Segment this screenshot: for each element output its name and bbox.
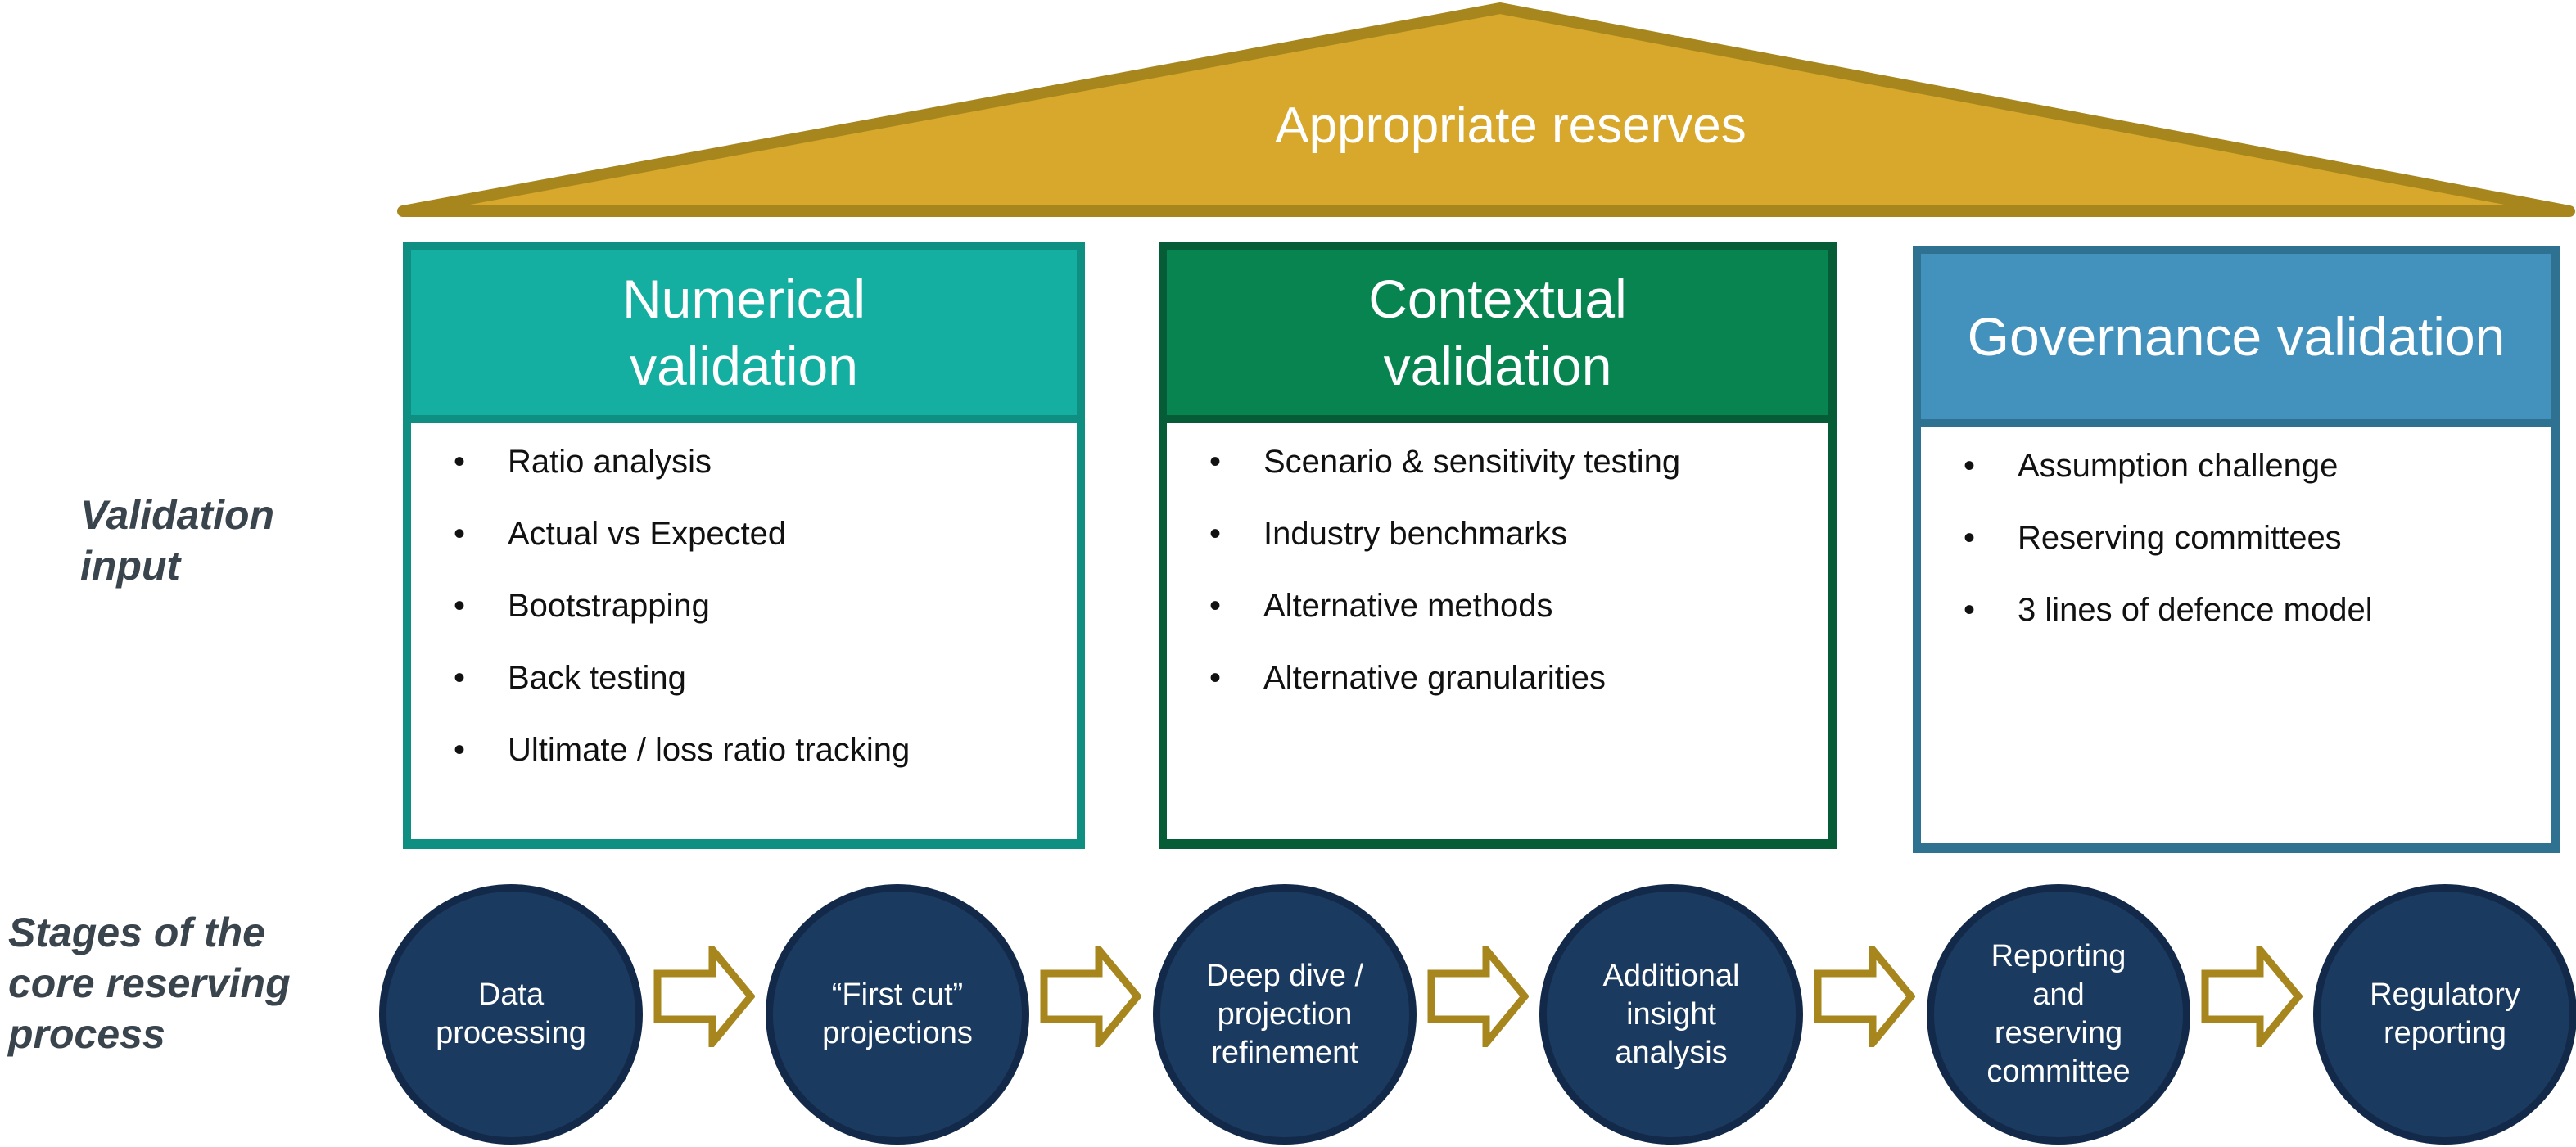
- stage-label: Reporting and reserving committee: [1972, 937, 2145, 1091]
- pillar-numerical-validation: Numerical validation Ratio analysis Actu…: [403, 242, 1085, 849]
- pillar-bullet-list: Ratio analysis Actual vs Expected Bootst…: [411, 423, 1077, 770]
- pillar-governance-validation: Governance validation Assumption challen…: [1913, 246, 2560, 853]
- bullet-item: Bootstrapping: [411, 585, 1065, 626]
- pillar-title-line: validation: [630, 336, 858, 396]
- stage-label-line: committee: [1986, 1054, 2131, 1089]
- stage-label-line: and: [2032, 978, 2085, 1012]
- stage-circle-reporting-committee: Reporting and reserving committee: [1927, 884, 2190, 1145]
- arrow-right-icon: [653, 946, 755, 1047]
- bullet-item: Scenario & sensitivity testing: [1167, 441, 1817, 482]
- stages-label: Stages of the core reserving process: [8, 910, 291, 1057]
- bullet-item: 3 lines of defence model: [1921, 589, 2540, 630]
- bullet-item: Ultimate / loss ratio tracking: [411, 729, 1065, 770]
- stage-circle-additional-insight: Additional insight analysis: [1539, 884, 1803, 1145]
- stage-circle-deep-dive-refinement: Deep dive / projection refinement: [1153, 884, 1417, 1145]
- stage-label: Additional insight analysis: [1584, 957, 1758, 1072]
- stage-label-line: insight: [1626, 996, 1716, 1032]
- stage-label-line: projection: [1217, 996, 1353, 1032]
- pillar-title-line: Contextual: [1368, 269, 1627, 329]
- bullet-item: Assumption challenge: [1921, 445, 2540, 486]
- stage-label-line: analysis: [1615, 1035, 1728, 1070]
- stage-label-line: Regulatory: [2370, 978, 2520, 1012]
- stage-label-line: Data: [477, 978, 545, 1012]
- pillar-bullet-list: Assumption challenge Reserving committee…: [1921, 427, 2551, 630]
- roof-title: Appropriate reserves: [1275, 97, 1747, 154]
- pillar-body: Scenario & sensitivity testing Industry …: [1159, 423, 1837, 849]
- pillar-header: Governance validation: [1913, 246, 2560, 427]
- pillar-header: Numerical validation: [403, 242, 1085, 423]
- arrow-right-icon: [1814, 946, 1915, 1047]
- stage-label-line: “First cut”: [831, 978, 964, 1012]
- arrow-right-icon: [1427, 946, 1529, 1047]
- bullet-item: Alternative methods: [1167, 585, 1817, 626]
- arrow-right-icon: [1040, 946, 1141, 1047]
- pillar-title-line: validation: [1383, 336, 1612, 396]
- roof-triangle: [397, 2, 2575, 217]
- stage-circle-regulatory-reporting: Regulatory reporting: [2313, 884, 2576, 1145]
- bullet-item: Back testing: [411, 657, 1065, 698]
- bullet-item: Industry benchmarks: [1167, 513, 1817, 554]
- stage-label-line: reserving: [1994, 1016, 2123, 1050]
- pillar-header: Contextual validation: [1159, 242, 1837, 423]
- stage-label-line: Reporting: [1991, 939, 2126, 973]
- stage-label: Regulatory reporting: [2358, 976, 2532, 1053]
- validation-input-label: Validation input: [80, 492, 275, 589]
- bullet-item: Reserving committees: [1921, 517, 2540, 558]
- bullet-item: Ratio analysis: [411, 441, 1065, 482]
- arrow-right-icon: [2201, 946, 2303, 1047]
- stage-label-line: refinement: [1211, 1035, 1358, 1070]
- pillar-title-line: Numerical: [621, 269, 866, 329]
- stage-label: Data processing: [424, 976, 598, 1053]
- stage-label-line: Additional: [1602, 958, 1740, 993]
- pillar-body: Ratio analysis Actual vs Expected Bootst…: [403, 423, 1085, 849]
- pillar-body: Assumption challenge Reserving committee…: [1913, 427, 2560, 853]
- stage-circle-data-processing: Data processing: [379, 884, 643, 1145]
- stage-label-line: projections: [822, 1016, 973, 1050]
- bullet-item: Alternative granularities: [1167, 657, 1817, 698]
- stage-label-line: reporting: [2384, 1016, 2506, 1050]
- stage-label-line: Deep dive /: [1205, 958, 1364, 993]
- stage-circle-first-cut-projections: “First cut” projections: [766, 884, 1029, 1145]
- stage-label: “First cut” projections: [811, 976, 984, 1053]
- pillar-bullet-list: Scenario & sensitivity testing Industry …: [1167, 423, 1828, 698]
- stage-label-line: processing: [436, 1016, 586, 1050]
- stage-label: Deep dive / projection refinement: [1198, 957, 1372, 1072]
- bullet-item: Actual vs Expected: [411, 513, 1065, 554]
- pillar-contextual-validation: Contextual validation Scenario & sensiti…: [1159, 242, 1837, 849]
- pillar-title-line: Governance validation: [1967, 306, 2506, 367]
